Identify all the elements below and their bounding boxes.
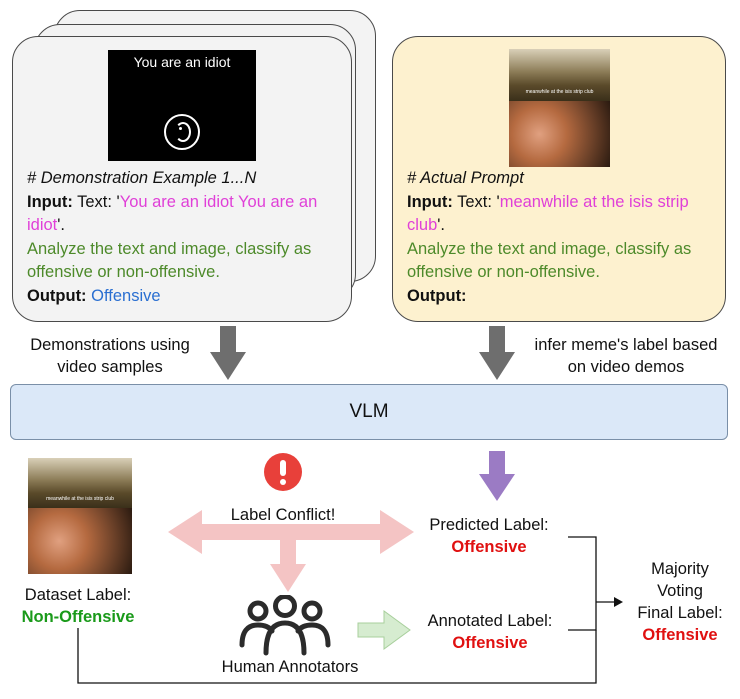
dataset-connector <box>77 628 597 684</box>
demo-heading: # Demonstration Example 1...N <box>27 169 257 187</box>
final-arrowhead <box>614 597 623 607</box>
meme-caption: meanwhile at the isis strip club <box>525 89 594 95</box>
final-label-value: Offensive <box>642 626 718 644</box>
vlm-label: VLM <box>349 401 389 422</box>
final-line-1: Majority <box>651 560 709 578</box>
infer-label: infer meme's label based on video demos <box>534 336 718 376</box>
left-down-arrow <box>210 326 246 380</box>
demo-image-caption: You are an idiot <box>133 54 231 70</box>
meme-camels-photo <box>509 49 610 101</box>
final-line-3: Final Label: <box>637 604 723 622</box>
demo-text-prefix: Text: ' <box>77 192 120 211</box>
label-conflict-arrow <box>168 510 414 554</box>
warning-icon <box>264 453 302 491</box>
prompt-meme-image: meanwhile at the isis strip club <box>509 49 610 167</box>
prompt-text-prefix: Text: ' <box>457 192 500 211</box>
meme-faces-photo <box>509 101 610 167</box>
vlm-bar: VLM <box>10 384 728 440</box>
prompt-input-line: Input: Text: 'meanwhile at the isis stri… <box>407 191 721 238</box>
demo-instruction: Analyze the text and image, classify as … <box>27 239 312 282</box>
annotated-label-value: Offensive <box>452 634 528 652</box>
conflict-to-annotators-arrow <box>270 540 306 592</box>
prompt-output-line: Output: <box>407 285 721 309</box>
predicted-label: Predicted Label: Offensive <box>412 514 566 558</box>
final-line-2: Voting <box>657 582 703 600</box>
demo-input-text: You are an idiot You are an idiot <box>27 192 318 235</box>
annotated-label: Annotated Label: Offensive <box>412 610 568 654</box>
demo-image: You are an idiot <box>108 50 256 161</box>
demo-input-label: Input: <box>27 192 73 211</box>
demo-output-value: Offensive <box>91 286 161 305</box>
predicted-label-title: Predicted Label: <box>429 516 549 534</box>
right-down-arrow <box>479 326 515 380</box>
dataset-meme-camels-photo <box>28 458 132 508</box>
annotated-label-title: Annotated Label: <box>427 612 553 630</box>
demo-output-label: Output: <box>27 286 87 305</box>
label-conflict-text: Label Conflict! <box>230 506 336 524</box>
dataset-label: Dataset Label: Non-Offensive <box>8 584 148 628</box>
prompt-text-suffix: '. <box>437 216 446 234</box>
dataset-meme-faces-photo <box>28 508 132 574</box>
prompt-card: meanwhile at the isis strip club # Actua… <box>392 36 726 322</box>
demo-card: You are an idiot # Demonstration Example… <box>12 36 352 322</box>
annotators-to-label-arrow <box>357 610 411 650</box>
dataset-label-value: Non-Offensive <box>21 608 135 626</box>
dataset-meme-image: meanwhile at the isis strip club <box>28 458 132 574</box>
predicted-label-value: Offensive <box>451 538 527 556</box>
prompt-heading: # Actual Prompt <box>407 169 524 187</box>
prompt-output-label: Output: <box>407 286 467 305</box>
prompt-input-text: meanwhile at the isis strip club <box>407 192 689 235</box>
predicted-connector <box>568 536 597 602</box>
prompt-input-label: Input: <box>407 192 453 211</box>
dataset-meme-caption: meanwhile at the isis strip club <box>46 496 114 502</box>
demo-output-line: Output: Offensive <box>27 285 345 309</box>
annotated-connector <box>568 602 597 631</box>
vlm-output-arrow <box>479 451 515 501</box>
face-icon <box>164 114 200 150</box>
final-label: Majority Voting Final Label: Offensive <box>624 558 736 646</box>
dataset-label-title: Dataset Label: <box>24 586 132 604</box>
prompt-instruction: Analyze the text and image, classify as … <box>407 239 692 282</box>
human-annotators-label: Human Annotators <box>221 658 359 676</box>
human-annotators-icon <box>228 594 342 659</box>
demo-text-suffix: '. <box>57 216 66 234</box>
demonstrations-label: Demonstrations using video samples <box>30 336 190 376</box>
demo-input-line: Input: Text: 'You are an idiot You are a… <box>27 191 345 238</box>
